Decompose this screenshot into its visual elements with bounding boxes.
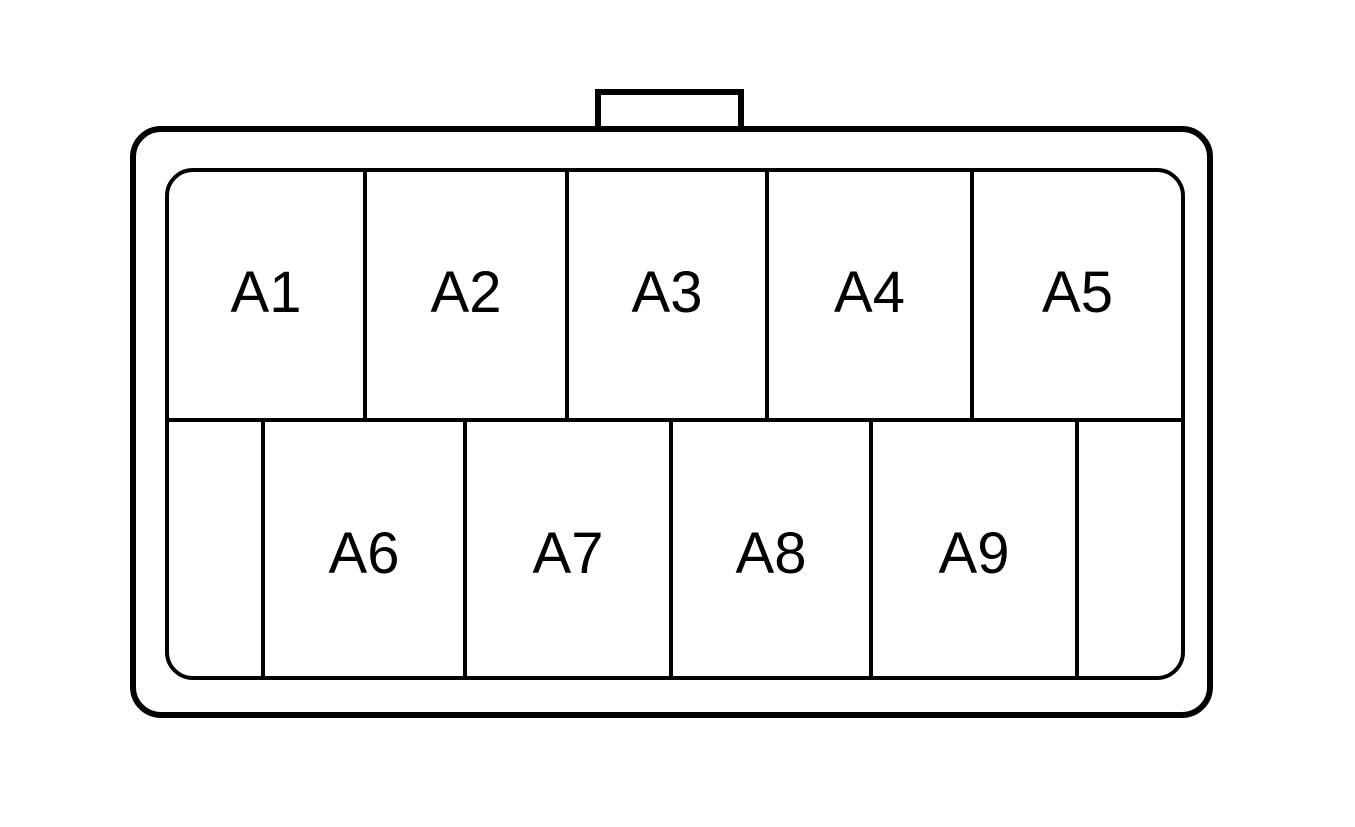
locking-tab xyxy=(595,89,744,132)
pin-cavity-a3: A3 xyxy=(632,260,703,325)
pin-cavity-a1: A1 xyxy=(231,260,302,325)
pin-cavity-a8: A8 xyxy=(736,521,807,586)
pin-cavity-a6: A6 xyxy=(329,521,400,586)
top-row: A1 A2 A3 A4 A5 xyxy=(231,170,1113,420)
pin-cavity-a7: A7 xyxy=(533,521,604,586)
pin-cavity-a4: A4 xyxy=(834,260,905,325)
bottom-row: A6 A7 A8 A9 xyxy=(261,420,1079,678)
pin-cavity-a5: A5 xyxy=(1042,260,1113,325)
pin-cavity-a2: A2 xyxy=(431,260,502,325)
cavity-frame xyxy=(165,168,1185,680)
pin-cavity-a9: A9 xyxy=(939,521,1010,586)
